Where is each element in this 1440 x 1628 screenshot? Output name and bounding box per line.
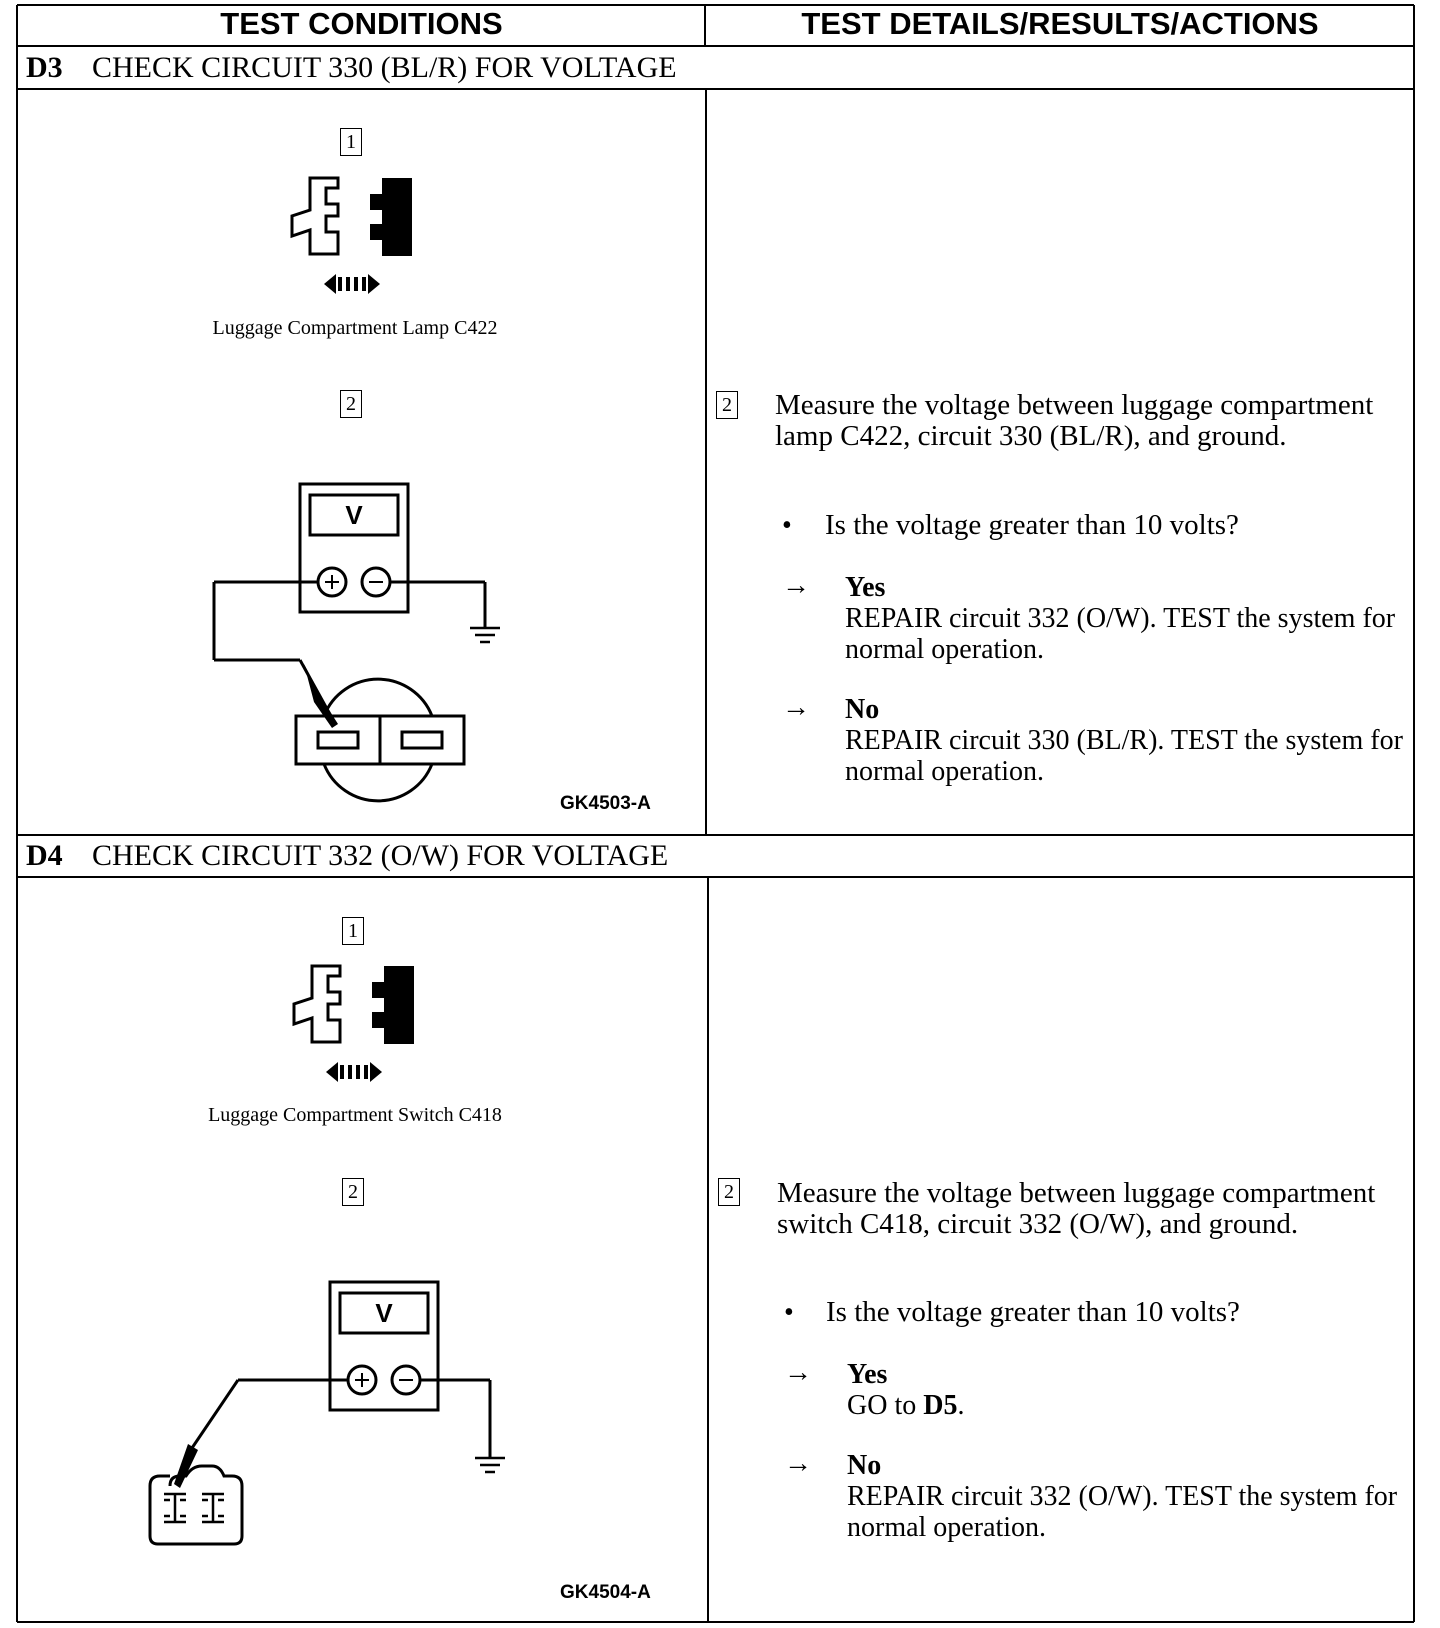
d4-yes-action-prefix: GO to (847, 1390, 924, 1421)
d4-yes-label: Yes (847, 1359, 888, 1390)
d3-no-action: REPAIR circuit 330 (BL/R). TEST the syst… (845, 725, 1403, 787)
step-d3-id: D3 (26, 51, 63, 84)
d4-instruction: Measure the voltage between luggage comp… (777, 1177, 1376, 1240)
d4-figure-caption: Luggage Compartment Switch C418 (208, 1104, 502, 1126)
d4-step2-box: 2 (342, 1178, 364, 1206)
d3-yes-action: REPAIR circuit 332 (O/W). TEST the syste… (845, 603, 1396, 665)
d3-instruction: Measure the voltage between luggage comp… (775, 389, 1374, 452)
step-d3-heading: D3 CHECK CIRCUIT 330 (BL/R) FOR VOLTAGE (18, 48, 1416, 88)
d3-question: Is the voltage greater than 10 volts? (825, 509, 1239, 541)
d3-voltmeter-diagram (212, 482, 500, 803)
d3-no-arrow: → (782, 692, 810, 723)
d4-meter-display-label: V (375, 1297, 393, 1328)
d4-no-branch: No REPAIR circuit 332 (O/W). TEST the sy… (847, 1450, 1407, 1543)
d3-no-label: No (845, 694, 880, 725)
d4-voltmeter-diagram (148, 1280, 505, 1546)
d3-step1-box: 1 (340, 128, 362, 156)
d4-question: Is the voltage greater than 10 volts? (826, 1296, 1240, 1328)
d3-yes-arrow: → (782, 570, 810, 601)
d4-no-action: REPAIR circuit 332 (O/W). TEST the syste… (847, 1481, 1398, 1543)
d4-no-arrow: → (784, 1448, 812, 1479)
d3-no-branch: No REPAIR circuit 330 (BL/R). TEST the s… (845, 694, 1405, 787)
step-d4-heading: D4 CHECK CIRCUIT 332 (O/W) FOR VOLTAGE (18, 836, 1416, 876)
d4-yes-arrow: → (784, 1357, 812, 1388)
step-d4-id: D4 (26, 839, 63, 872)
step-d3-title: CHECK CIRCUIT 330 (BL/R) FOR VOLTAGE (92, 51, 677, 84)
d3-yes-label: Yes (845, 572, 886, 603)
d4-yes-action-suffix: . (957, 1390, 965, 1421)
d3-figure-id: GK4503-A (560, 793, 651, 814)
d3-connector-disconnect-icon (290, 176, 412, 294)
d3-bullet: • (782, 510, 792, 541)
d4-no-label: No (847, 1450, 882, 1481)
d3-yes-branch: Yes REPAIR circuit 332 (O/W). TEST the s… (845, 572, 1405, 665)
d3-meter-display-label: V (345, 499, 363, 530)
d4-connector-disconnect-icon (292, 964, 414, 1082)
header-test-details: TEST DETAILS/RESULTS/ACTIONS (801, 5, 1319, 41)
d3-step2-box: 2 (340, 390, 362, 418)
d4-details-step-box: 2 (718, 1178, 740, 1206)
d4-bullet: • (784, 1297, 794, 1328)
step-d4-title: CHECK CIRCUIT 332 (O/W) FOR VOLTAGE (92, 839, 669, 872)
d4-yes-branch: Yes GO to D5. (847, 1359, 1407, 1421)
header-test-conditions: TEST CONDITIONS (220, 5, 503, 41)
d4-step1-box: 1 (342, 917, 364, 945)
d4-yes-action-target: D5 (923, 1390, 958, 1421)
d4-figure-id: GK4504-A (560, 1582, 651, 1603)
d3-figure-caption: Luggage Compartment Lamp C422 (212, 317, 498, 339)
d3-details-step-box: 2 (716, 391, 738, 419)
